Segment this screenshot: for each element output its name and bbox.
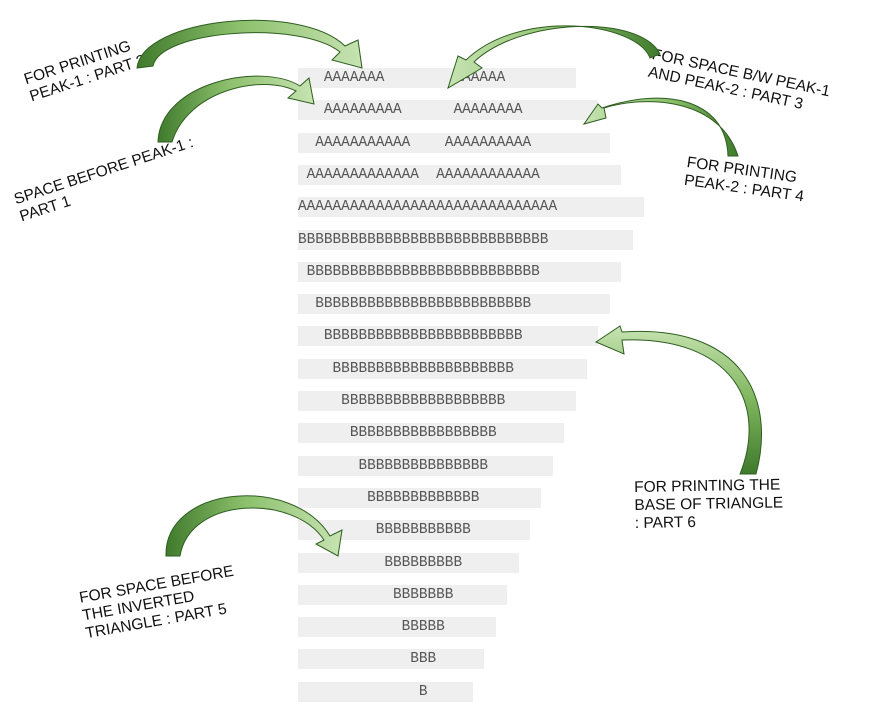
pattern-row-text: BBB: [298, 651, 437, 668]
pattern-row: BBBBBBBBBBBBBBBBBBBBBBBBB: [298, 294, 610, 315]
pattern-row: B: [298, 681, 473, 702]
pattern-row-text: AAAAAAAAA AAAAAAAA: [298, 102, 523, 119]
pattern-row-text: BBBBBBBBBBBBBBBBB: [298, 425, 497, 442]
pattern-row-text: BBBBBBB: [298, 586, 454, 603]
pattern-row: BBBBBBBBB: [298, 552, 519, 573]
pattern-row: BBBBBBBBBBBBBBBBBBBBBBB: [298, 326, 599, 347]
arrow-part4: [582, 97, 739, 157]
arrow-part5: [165, 495, 343, 557]
pattern-row: BBBBBBBBBBBBBBBBB: [298, 423, 565, 444]
pattern-row-text: BBBBBBBBBBBBBBBBBBBBB: [298, 360, 514, 377]
pattern-row-text: BBBBBBBBBBBBBBBBBBBBBBBBBBB: [298, 263, 540, 280]
pattern-row-text: AAAAAAAAAAAAAAAAAAAAAAAAAAAAAA: [298, 199, 558, 216]
pattern-row-text: BBBBBBBBB: [298, 554, 463, 571]
pattern-row-text: BBBBBBBBBBBBB: [298, 489, 480, 506]
pattern-row: BBBBBBBBBBBBBBB: [298, 455, 553, 476]
pattern-row-text: BBBBBBBBBBBBBBBBBBBBBBBBBBBBB: [298, 231, 549, 248]
arrow-part6: [594, 325, 763, 475]
pattern-row-text: AAAAAAAAAAA AAAAAAAAAA: [298, 134, 532, 151]
pattern-row-text: BBBBBBBBBBBBBBBBBBBBBBB: [298, 328, 523, 345]
pattern-row: AAAAAAAAAAA AAAAAAAAAA: [298, 132, 610, 153]
pattern-row-text: BBBBBBBBBBB: [298, 522, 471, 539]
pattern-row: BBBBB: [298, 617, 496, 638]
pattern-row: BBBBBBB: [298, 584, 508, 605]
arrow-part3: [447, 25, 661, 90]
pattern-row: AAAAAAA AAAAAA: [298, 68, 576, 88]
pattern-row-text: B: [298, 683, 428, 700]
pattern-row: AAAAAAAAAAAAA AAAAAAAAAAAA: [298, 164, 622, 185]
pattern-row: BBBBBBBBBBBBBBBBBBBBB: [298, 358, 587, 379]
pattern-row-text: AAAAAAAAAAAAA AAAAAAAAAAAA: [298, 166, 540, 183]
pattern-row: BBB: [298, 649, 485, 670]
pattern-row-text: BBBBBBBBBBBBBBB: [298, 457, 488, 474]
arrow-part1: [157, 75, 315, 143]
pattern-row-text: BBBBBBBBBBBBBBBBBBBBBBBBB: [298, 296, 532, 313]
pattern-row: AAAAAAAAAAAAAAAAAAAAAAAAAAAAAA: [298, 197, 644, 218]
pattern-row: BBBBBBBBBBBBB: [298, 487, 542, 508]
pattern-row: BBBBBBBBBBBBBBBBBBB: [298, 391, 576, 411]
pattern-row-text: BBBBB: [298, 619, 445, 636]
pattern-row: AAAAAAAAA AAAAAAAA: [298, 100, 599, 121]
pattern-row: BBBBBBBBBBBBBBBBBBBBBBBBBBB: [298, 261, 622, 282]
pattern-row: BBBBBBBBBBBBBBBBBBBBBBBBBBBBB: [298, 229, 633, 250]
arrow-part2: [136, 19, 363, 69]
pattern-row-text: BBBBBBBBBBBBBBBBBBB: [298, 393, 506, 409]
pattern-row: BBBBBBBBBBB: [298, 520, 530, 541]
